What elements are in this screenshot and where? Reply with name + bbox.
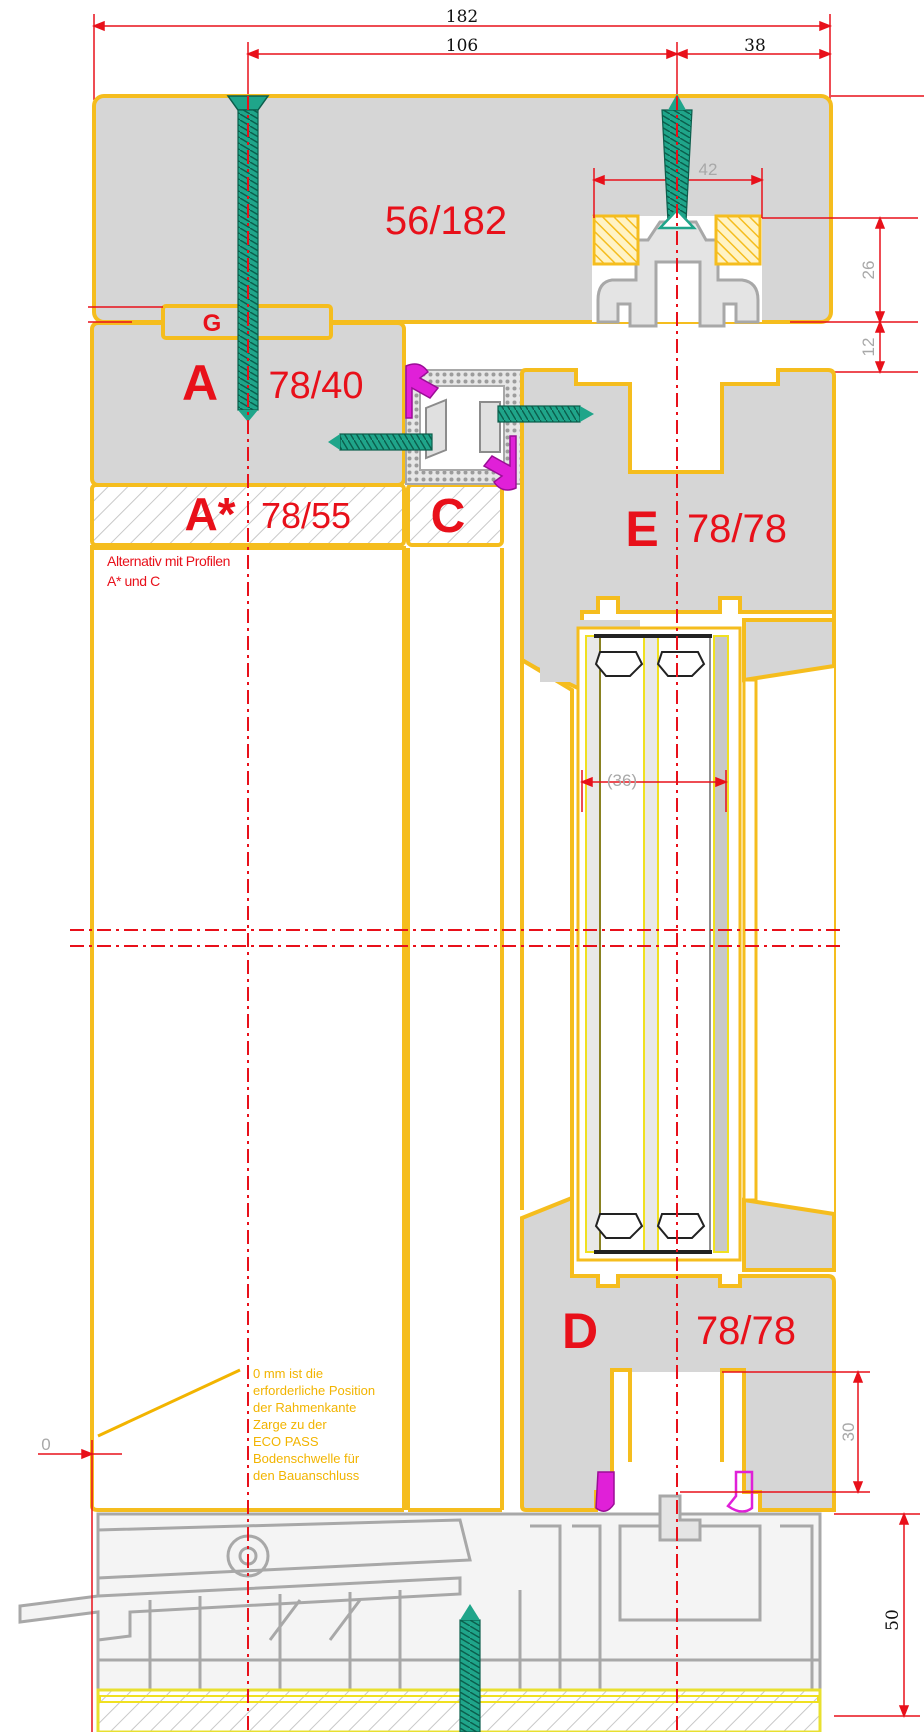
c-label: C	[431, 490, 466, 543]
dim-left-to-axis: 106	[446, 36, 478, 56]
profile-d	[520, 1195, 836, 1512]
dim-overall-width: 182	[446, 7, 478, 27]
bottom-vertical-dims	[680, 1369, 920, 1719]
a-star-label: A*	[184, 488, 235, 540]
a-section-label: 78/40	[268, 365, 363, 407]
alternative-note-line2: A* und C	[107, 573, 160, 589]
dim-vertical-26: 26	[859, 261, 878, 280]
dim-vertical-12: 12	[859, 338, 878, 357]
zero-dimension	[38, 1440, 122, 1732]
g-label: G	[203, 310, 222, 337]
threshold-profile	[18, 1494, 822, 1692]
dim-axis-to-right: 38	[744, 36, 766, 56]
d-section-label: 78/78	[696, 1309, 796, 1353]
gasket-icon	[726, 1470, 754, 1513]
dim-glass-thickness: (36)	[607, 771, 637, 790]
dim-vertical-50: 50	[883, 1609, 903, 1631]
gasket-icon	[595, 1471, 615, 1512]
position-note-line: 0 mm ist die	[253, 1366, 323, 1381]
spacer-icon	[656, 1213, 706, 1239]
e-section-label: 78/78	[687, 507, 787, 551]
center-connector	[405, 363, 523, 491]
position-note-line: Bodenschwelle für	[253, 1451, 360, 1466]
glass-unit	[576, 626, 742, 1262]
dim-zero-offset: 0	[41, 1435, 50, 1454]
note-leader-line	[97, 1368, 241, 1438]
position-note-line: erforderliche Position	[253, 1383, 375, 1398]
d-label: D	[562, 1303, 598, 1359]
top-section-label: 56/182	[385, 199, 507, 243]
alternative-note-line1: Alternativ mit Profilen	[107, 553, 230, 569]
screw-icon	[328, 433, 433, 451]
glass-dimension	[579, 770, 729, 812]
a-label: A	[182, 355, 218, 411]
position-note-line: Zarge zu der	[253, 1417, 327, 1432]
gasket-icon	[482, 435, 517, 491]
dim-gasket-width: 42	[699, 160, 718, 179]
position-note-line: der Rahmenkante	[253, 1400, 356, 1415]
position-note-line: den Bauanschluss	[253, 1468, 360, 1483]
top-dimensions	[91, 14, 833, 100]
position-note-line: ECO PASS	[253, 1434, 319, 1449]
axis-lines	[70, 96, 840, 1732]
screw-icon	[459, 1604, 481, 1732]
spacer-icon	[594, 1213, 644, 1239]
a-star-section-label: 78/55	[261, 495, 351, 536]
gasket-icon	[405, 363, 440, 419]
screw-icon	[657, 94, 697, 230]
left-frame-outline	[90, 545, 504, 1512]
spacer-icon	[594, 651, 644, 677]
dim-vertical-30: 30	[839, 1423, 858, 1442]
e-label: E	[625, 501, 658, 557]
screw-icon	[497, 405, 594, 423]
spacer-icon	[656, 651, 706, 677]
